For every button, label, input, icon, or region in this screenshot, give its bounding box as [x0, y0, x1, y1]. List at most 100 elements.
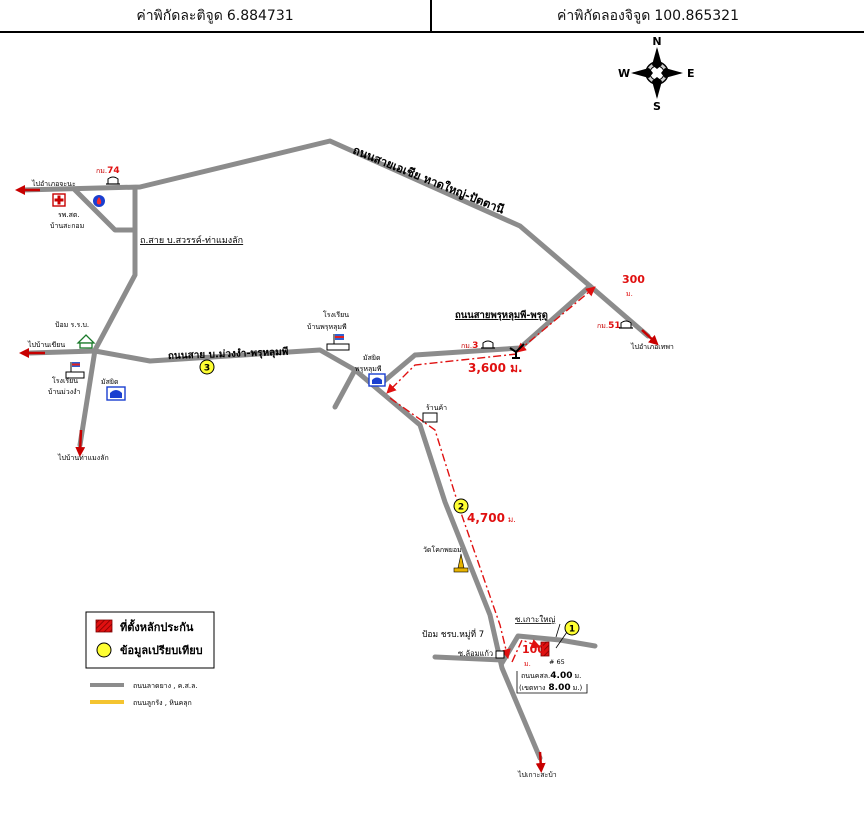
compass-s: S: [653, 100, 661, 113]
soi-lom-kaew-label: ซ.ล้อมแก้ว: [458, 649, 493, 658]
point-2-number: 2: [458, 503, 464, 513]
arrow-south-bottom: [535, 751, 546, 773]
compass-n: N: [652, 35, 661, 48]
km3-prefix: กม.: [461, 342, 472, 350]
school-muang-name: โรงเรียน: [52, 376, 78, 385]
distance-100-unit: ม.: [524, 660, 531, 668]
soi-koh-yai-leader: [555, 623, 561, 638]
left-vertical-road: [77, 185, 138, 448]
distance-4700-unit: ม.: [508, 515, 516, 524]
legend-box: ที่ตั้งหลักประกัน ข้อมูลเปรียบเทียบ: [85, 611, 215, 669]
house-post-icon: [76, 334, 96, 349]
route-3600: [386, 353, 518, 394]
point-3-number: 3: [204, 364, 210, 374]
km51-label: กม.51: [597, 321, 621, 331]
header-underline: [704, 31, 864, 32]
hospital-spur-road: [72, 187, 138, 233]
gas-station-icon: [93, 195, 105, 207]
shop-label: ร้านค้า: [426, 404, 447, 412]
arrow-south-left: [75, 429, 86, 457]
arrow-southeast: [641, 329, 659, 346]
school-pru-village: บ้านพรุหลุมพี: [307, 323, 347, 331]
mosque-pru-icon: [368, 373, 386, 387]
road-network: [19, 138, 651, 761]
comparison-point-3: 3: [199, 359, 215, 375]
temple-icon: [453, 553, 469, 573]
shop-icon: [422, 412, 438, 423]
mosque-left-label: มัสยิด: [101, 378, 119, 386]
road-width-bracket: [516, 671, 588, 694]
hospital-village: บ้านสะกอม: [50, 222, 84, 230]
km74-label: กม.74: [96, 166, 120, 176]
house-number-label: # 65: [549, 658, 565, 666]
compass-rose: N S E W: [618, 35, 695, 113]
distance-4700-value: 4,700: [467, 511, 505, 525]
road-width-unit1: ม.: [575, 672, 582, 680]
milestone-km74-icon: [106, 176, 120, 185]
km51-number: 51: [608, 321, 621, 331]
compass-w: W: [618, 67, 630, 80]
gravel-road-label: ถนนลูกรัง , หินคลุก: [133, 699, 192, 707]
temple-label: วัดโคกพยอม: [423, 545, 462, 554]
point1-leader: [555, 631, 568, 649]
distance-100-value: 100: [522, 643, 545, 656]
distance-3600-label: 3,600 ม.: [468, 361, 523, 375]
km3-number: 3: [472, 341, 478, 351]
road-width-unit2: ม.): [573, 684, 583, 692]
road-width-value2: 8.00: [548, 683, 570, 693]
compass-e: E: [687, 67, 695, 80]
road-exit-arrows: [15, 185, 659, 773]
route-300: [516, 286, 596, 353]
km3-label: กม.3: [461, 341, 478, 351]
longitude-label: ค่าพิกัดลองจิจูด: [557, 7, 651, 24]
milestone-km51-icon: [619, 320, 633, 329]
route-100: [511, 639, 541, 663]
latitude-cell: ค่าพิกัดละติจูด 6.884731: [0, 0, 432, 31]
paved-road-label: ถนนลาดยาง , ค.ส.ล.: [133, 682, 198, 690]
plot-location-marker: [540, 641, 550, 657]
mosque-pru-name: มัสยิด: [363, 354, 381, 362]
west-spur-road: [332, 367, 358, 410]
distance-300-unit: ม.: [626, 290, 633, 298]
road-width-text1: ถนนคสล.: [521, 672, 550, 680]
distance-300-value: 300: [622, 273, 645, 286]
longitude-cell: ค่าพิกัดลองจิจูด 100.865321: [432, 0, 864, 31]
to-tha-maenglak-label: ไปบ้านท่าแมงลัก: [57, 453, 109, 462]
post-moo7-label: ป้อม ชรบ.หมู่ที่ 7: [422, 628, 484, 640]
school-pru-name: โรงเรียน: [323, 310, 349, 319]
longitude-value: 100.865321: [654, 7, 739, 24]
post-moo7-icon: [495, 650, 505, 659]
point-1-number: 1: [569, 625, 575, 635]
legend-comparison-swatch: [96, 642, 112, 658]
road-width-value1: 4.00: [550, 671, 572, 681]
to-thepha-label: ไปอำเภอเทพา: [630, 342, 674, 351]
km74-number: 74: [107, 166, 120, 176]
to-koh-saba-label: ไปเกาะสะบ้า: [517, 770, 557, 779]
hospital-name: รพ.สต.: [58, 211, 80, 219]
latitude-label: ค่าพิกัดละติจูด: [136, 7, 223, 24]
muang-road: [27, 347, 543, 761]
plot-arrow-icon: [509, 343, 525, 359]
soi-koh-yai-label: ซ.เกาะใหญ่: [515, 615, 556, 624]
legend-plot-swatch: [95, 619, 113, 633]
legend-comparison-label: ข้อมูลเปรียบเทียบ: [120, 644, 203, 658]
asia-highway-road: [19, 138, 651, 339]
comparison-point-1: 1: [564, 620, 580, 636]
km74-prefix: กม.: [96, 167, 107, 175]
school-muang-village: บ้านม่วงงำ: [48, 388, 81, 396]
pru-road-label: ถนนสายพรุหลุมพี-พรุดู: [455, 309, 548, 322]
comparison-point-2: 2: [453, 498, 469, 514]
sawan-road-label: ถ.สาย บ.สวรรค์-ท่าแมงลัก: [140, 234, 243, 246]
legend-plot-label: ที่ตั้งหลักประกัน: [120, 619, 194, 634]
muang-road-label: ถนนสาย บ.ม่วงงำ-พรุหลุมพี: [168, 346, 289, 362]
to-lak-chana-label: ไปอำเภอจะนะ: [31, 179, 76, 188]
milestone-km3-icon: [481, 340, 495, 349]
post-office-label: ป้อม ร.ร.บ.: [55, 321, 89, 329]
school-pru-icon: [326, 334, 350, 351]
road-legend: ถนนลาดยาง , ค.ส.ล. ถนนลูกรัง , หินคลุก: [90, 682, 198, 707]
to-ban-khian-label: ไปบ้านเขียน: [27, 340, 65, 349]
coordinate-header: ค่าพิกัดละติจูด 6.884731 ค่าพิกัดลองจิจู…: [0, 0, 864, 33]
